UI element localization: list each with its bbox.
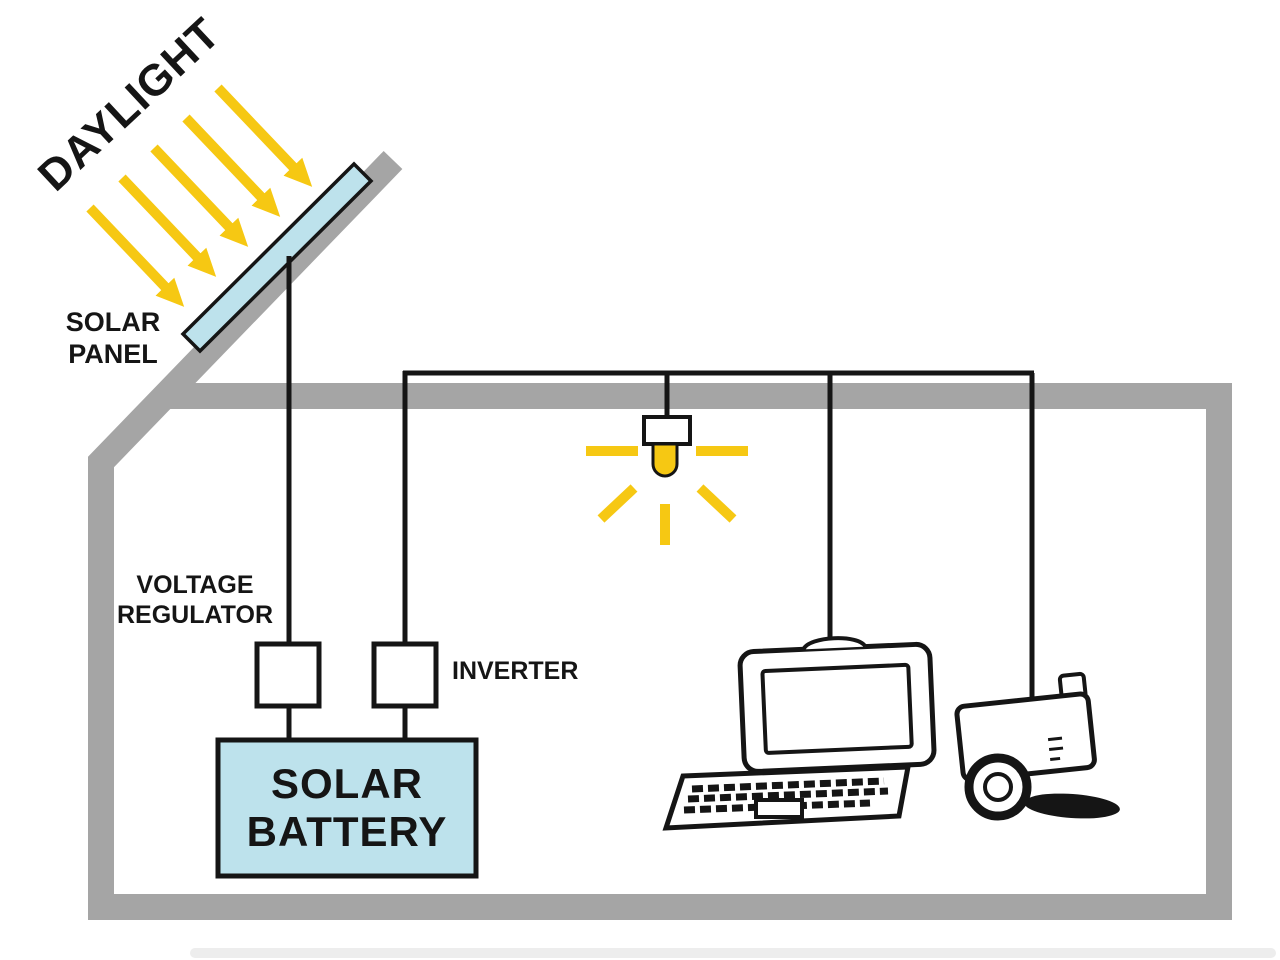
bulb-glass	[651, 442, 679, 478]
voltage-regulator-label: VOLTAGE REGULATOR	[116, 571, 274, 629]
light-bulb-icon	[586, 415, 748, 545]
daylight-arrows-icon	[86, 84, 313, 307]
wires	[286, 256, 1035, 742]
camera-icon	[954, 671, 1120, 821]
inverter-label: INVERTER	[452, 657, 579, 685]
laptop-icon	[662, 636, 937, 831]
inverter-box	[371, 641, 439, 709]
solar-battery-label: SOLAR BATTERY	[246, 760, 448, 856]
page-edge-shadow	[190, 948, 1276, 958]
solar-battery-box	[215, 737, 479, 879]
bulb-socket	[642, 415, 692, 446]
solar-panel-icon	[180, 161, 374, 354]
voltage-regulator-box	[254, 641, 322, 709]
camera-lens-inner	[983, 772, 1013, 802]
solar-panel-label: SOLAR PANEL	[65, 307, 161, 370]
house-outline	[88, 150, 1232, 920]
camera-shadow	[1024, 793, 1120, 819]
laptop-trackpad	[754, 798, 804, 819]
